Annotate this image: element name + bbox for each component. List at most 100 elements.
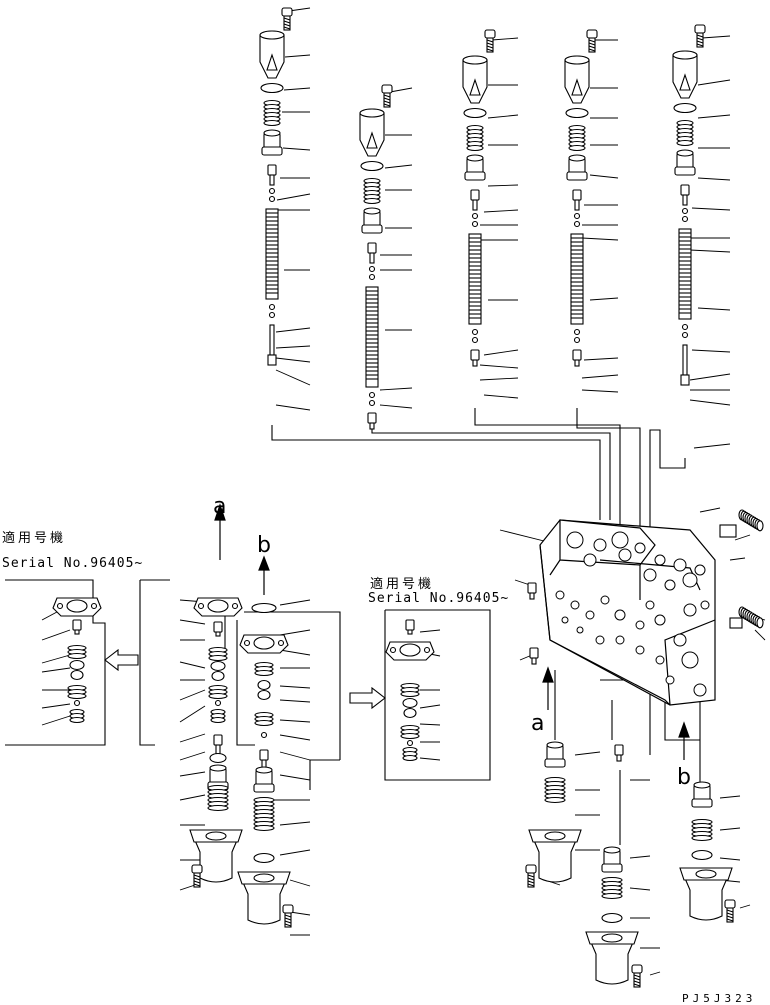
pin-part	[680, 184, 690, 206]
o-ring-part	[257, 689, 271, 701]
leader-line	[279, 699, 311, 703]
port-hole	[645, 600, 655, 610]
leader-line	[41, 715, 71, 726]
arrow-icon	[214, 503, 226, 560]
ball-part	[681, 207, 689, 215]
port-hole	[683, 603, 697, 617]
side-spool-part	[719, 509, 764, 538]
port-hole	[655, 655, 665, 665]
leader-line	[284, 54, 311, 58]
port-hole	[561, 616, 569, 624]
hollow-arrow-icon	[349, 686, 386, 710]
port-hole	[570, 600, 580, 610]
o-ring-part	[209, 752, 227, 764]
leader-line	[739, 904, 751, 909]
spring-part	[254, 661, 274, 677]
retainer-part	[464, 154, 486, 181]
retainer-part	[601, 846, 623, 873]
label-b-top: b	[257, 533, 271, 558]
port-hole	[694, 564, 706, 576]
leader-line	[179, 733, 206, 743]
spring-part	[568, 124, 586, 152]
valve-cap-part	[672, 50, 698, 99]
ball-part	[368, 391, 376, 399]
port-hole	[600, 595, 610, 605]
port-hole	[595, 635, 605, 645]
o-ring-part	[253, 852, 275, 864]
label-a-top: a	[213, 494, 227, 519]
leader-line	[279, 719, 311, 723]
leader-line	[275, 345, 311, 349]
port-hole	[576, 626, 584, 634]
port-hole	[700, 600, 710, 610]
spring-part	[69, 708, 85, 724]
leader-line	[276, 193, 311, 201]
connector-line-3	[474, 408, 621, 525]
port-hole	[614, 609, 626, 621]
leader-line	[589, 297, 619, 301]
spring-part	[263, 99, 281, 127]
leader-line	[479, 377, 519, 381]
spring-part	[544, 776, 566, 804]
leader-line	[379, 387, 413, 391]
port-hole	[635, 620, 645, 630]
leader-line	[581, 389, 619, 393]
spool-part	[570, 233, 584, 325]
bolt-part	[282, 904, 294, 928]
serial-label-right: Serial No.96405~	[368, 591, 510, 606]
pin-part	[614, 744, 624, 762]
port-hole	[664, 579, 676, 591]
leader-line	[629, 887, 651, 891]
drawing-code: PJ5J323	[682, 992, 757, 1005]
leader-line	[479, 364, 519, 369]
o-ring-part	[251, 602, 277, 614]
ball-part	[368, 265, 376, 273]
leader-line	[279, 734, 311, 741]
leader-line	[691, 207, 731, 211]
leader-line	[279, 774, 311, 781]
leader-line	[419, 757, 441, 761]
pin-part	[213, 734, 223, 756]
pin-part	[405, 619, 415, 635]
bolt-part	[694, 24, 706, 48]
leader-line	[275, 327, 311, 333]
port-hole	[585, 610, 595, 620]
leader-line	[279, 821, 311, 826]
arrow-icon	[678, 721, 690, 760]
rod-part	[267, 324, 277, 366]
ball-part	[471, 212, 479, 220]
housing-part	[585, 931, 639, 985]
port-hole	[634, 542, 646, 554]
ball-part	[214, 699, 222, 707]
leader-line	[279, 685, 311, 689]
leader-line	[282, 147, 311, 151]
o-ring-part	[360, 160, 384, 172]
leader-line	[179, 751, 206, 761]
leader-line	[581, 237, 619, 241]
ball-part	[268, 195, 276, 203]
ball-part	[573, 336, 581, 344]
pin-part	[72, 619, 82, 635]
port-hole	[673, 633, 687, 647]
ball-part	[471, 336, 479, 344]
o-ring-part	[257, 679, 271, 691]
leader-line	[41, 667, 71, 673]
leader-line	[179, 661, 206, 669]
leader-line	[689, 249, 731, 253]
leader-line	[693, 443, 731, 449]
port-hole	[665, 675, 675, 685]
spool-part	[678, 228, 692, 320]
leader-line	[41, 629, 71, 641]
pin-part	[572, 349, 582, 367]
ball-part	[681, 331, 689, 339]
leader-lines	[41, 7, 766, 976]
parts	[52, 7, 764, 988]
leader-line	[697, 79, 731, 86]
port-hole	[618, 548, 632, 562]
leader-line	[483, 349, 519, 356]
port-hole	[682, 572, 698, 588]
spring-part	[601, 876, 623, 900]
connector-line-2	[371, 418, 611, 520]
ball-part	[268, 311, 276, 319]
